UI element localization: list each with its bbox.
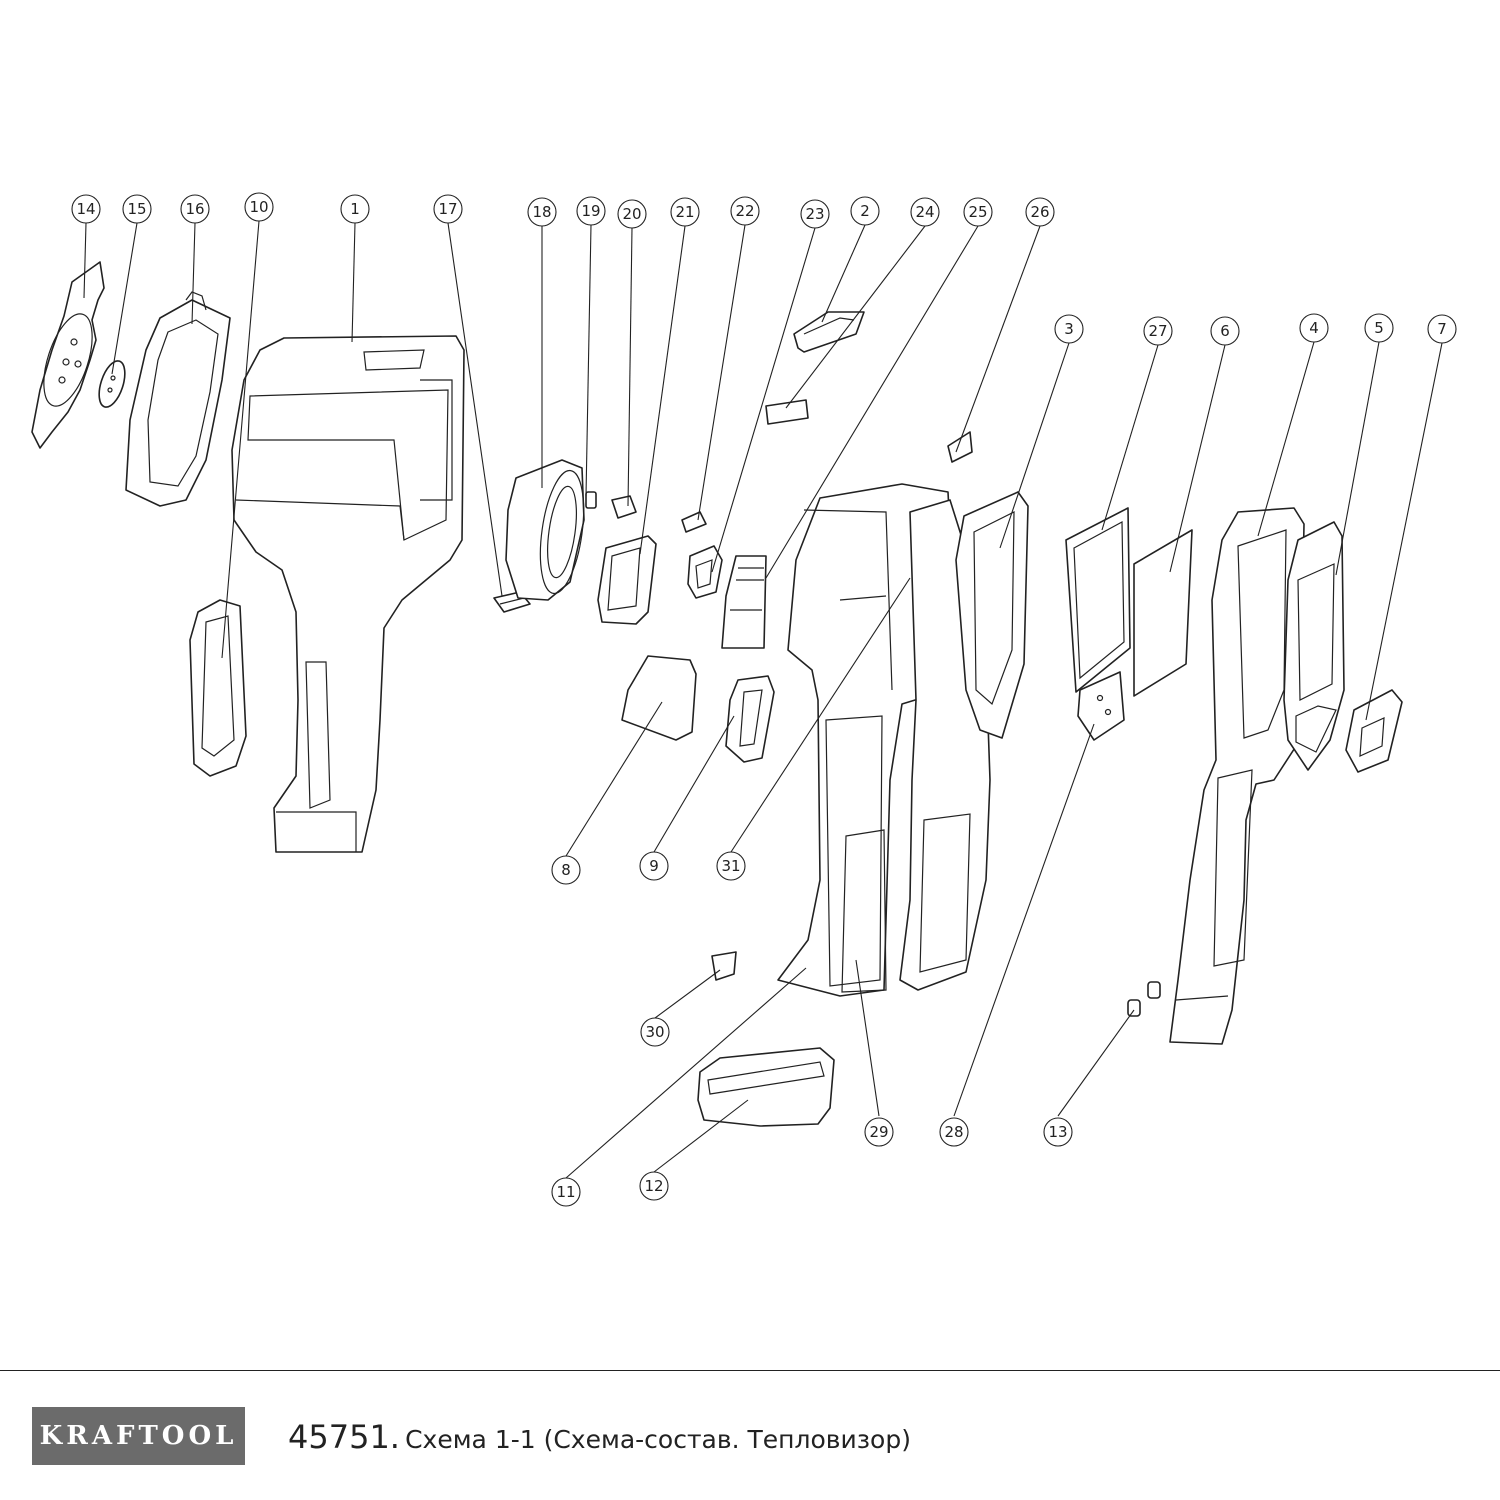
callout-7: 7 xyxy=(1427,314,1457,344)
part-16-lens-housing xyxy=(125,291,231,507)
part-12-base-cap xyxy=(697,1047,835,1127)
part-8-grip-pad xyxy=(621,655,697,741)
svg-text:7: 7 xyxy=(1437,320,1447,338)
part-10-side-strip xyxy=(189,599,247,777)
leader-lines xyxy=(83,220,1443,1179)
svg-text:26: 26 xyxy=(1030,203,1049,221)
svg-text:2: 2 xyxy=(860,202,870,220)
callout-27: 27 xyxy=(1143,316,1173,346)
part-7-button-cluster xyxy=(1345,689,1403,773)
part-20-block xyxy=(611,495,637,519)
svg-text:30: 30 xyxy=(645,1023,664,1041)
callout-17: 17 xyxy=(433,194,463,224)
svg-text:6: 6 xyxy=(1220,322,1230,340)
callout-18: 18 xyxy=(527,197,557,227)
svg-text:24: 24 xyxy=(915,203,934,221)
svg-text:16: 16 xyxy=(185,200,204,218)
svg-text:12: 12 xyxy=(644,1177,663,1195)
callout-28: 28 xyxy=(939,1117,969,1147)
callout-5: 5 xyxy=(1364,313,1394,343)
brand-logo-text: KRAFTOOL xyxy=(39,1421,238,1451)
part-3-display-frame xyxy=(955,491,1029,739)
svg-text:1: 1 xyxy=(350,200,360,218)
callout-10: 10 xyxy=(244,192,274,222)
svg-text:11: 11 xyxy=(556,1183,575,1201)
callout-1: 1 xyxy=(340,194,370,224)
callout-19: 19 xyxy=(576,196,606,226)
svg-text:20: 20 xyxy=(622,205,641,223)
svg-text:8: 8 xyxy=(561,861,571,879)
svg-text:19: 19 xyxy=(581,202,600,220)
callout-30: 30 xyxy=(640,1017,670,1047)
callout-4: 4 xyxy=(1299,313,1329,343)
callout-8: 8 xyxy=(551,855,581,885)
part-23-sensor-module xyxy=(687,545,723,599)
callout-29: 29 xyxy=(864,1117,894,1147)
part-30-clip xyxy=(711,951,737,981)
svg-text:29: 29 xyxy=(869,1123,888,1141)
callout-26: 26 xyxy=(1025,197,1055,227)
svg-text:10: 10 xyxy=(249,198,268,216)
part-2-top-tab xyxy=(793,311,865,353)
diagram-description: Схема 1-1 (Схема-состав. Тепловизор) xyxy=(405,1425,911,1454)
callout-16: 16 xyxy=(180,194,210,224)
part-27-lcd-panel xyxy=(1065,507,1131,693)
part-24-pad xyxy=(765,399,809,425)
part-25-cable-stack xyxy=(721,555,767,649)
callout-21: 21 xyxy=(670,197,700,227)
callout-3: 3 xyxy=(1054,314,1084,344)
callout-6: 6 xyxy=(1210,316,1240,346)
callout-23: 23 xyxy=(800,199,830,229)
callout-13: 13 xyxy=(1043,1117,1073,1147)
svg-text:22: 22 xyxy=(735,202,754,220)
svg-text:14: 14 xyxy=(76,200,95,218)
part-19-stud xyxy=(585,491,597,509)
callout-14: 14 xyxy=(71,194,101,224)
part-29-31-inner-chassis xyxy=(777,483,957,997)
brand-logo: KRAFTOOL xyxy=(32,1407,245,1465)
callout-22: 22 xyxy=(730,196,760,226)
svg-text:21: 21 xyxy=(675,203,694,221)
model-number: 45751. xyxy=(288,1418,400,1456)
part-15-disc xyxy=(98,360,126,408)
diagram-caption: 45751. Схема 1-1 (Схема-состав. Тепловиз… xyxy=(288,1418,911,1456)
svg-text:25: 25 xyxy=(968,203,987,221)
svg-text:23: 23 xyxy=(805,205,824,223)
svg-text:28: 28 xyxy=(944,1123,963,1141)
callout-15: 15 xyxy=(122,194,152,224)
callout-25: 25 xyxy=(963,197,993,227)
svg-text:4: 4 xyxy=(1309,319,1319,337)
callout-24: 24 xyxy=(910,197,940,227)
svg-text:15: 15 xyxy=(127,200,146,218)
part-14-rear-plate xyxy=(31,261,105,449)
part-18-lens-ring xyxy=(505,459,585,601)
part-9-button-cap xyxy=(725,675,775,763)
part-28-board xyxy=(1077,671,1125,741)
part-26-plate xyxy=(947,431,973,463)
footer-divider xyxy=(0,1370,1500,1371)
svg-text:17: 17 xyxy=(438,200,457,218)
part-13-screws xyxy=(1127,981,1161,1017)
part-1-front-housing xyxy=(231,335,465,853)
svg-text:9: 9 xyxy=(649,857,659,875)
callout-11: 11 xyxy=(551,1177,581,1207)
callout-9: 9 xyxy=(639,851,669,881)
svg-text:5: 5 xyxy=(1374,319,1384,337)
svg-text:31: 31 xyxy=(721,857,740,875)
callout-31: 31 xyxy=(716,851,746,881)
part-5-bezel xyxy=(1283,521,1345,771)
svg-text:27: 27 xyxy=(1148,322,1167,340)
callout-12: 12 xyxy=(639,1171,669,1201)
callout-2: 2 xyxy=(850,196,880,226)
part-6-glass xyxy=(1133,529,1193,697)
part-22-plate xyxy=(681,511,707,533)
part-21-bracket xyxy=(597,535,657,625)
callout-20: 20 xyxy=(617,199,647,229)
svg-text:13: 13 xyxy=(1048,1123,1067,1141)
svg-text:3: 3 xyxy=(1064,320,1074,338)
svg-text:18: 18 xyxy=(532,203,551,221)
